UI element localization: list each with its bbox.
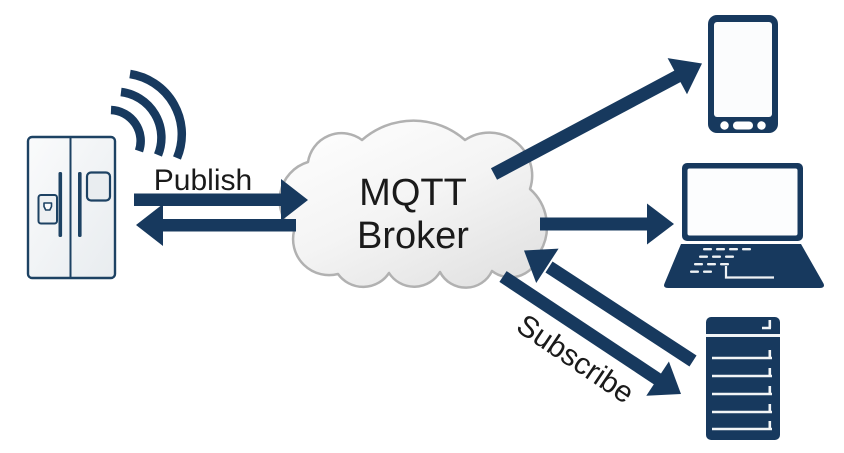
fridge-panel xyxy=(85,171,112,202)
return-arrow-to-fridge xyxy=(136,204,296,246)
wifi-signal-icon xyxy=(110,69,187,160)
publish-label: Publish xyxy=(154,164,252,197)
mqtt-broker-cloud: MQTT Broker xyxy=(278,119,549,289)
subscribe-arrow-to-broker xyxy=(524,248,697,367)
arrow-to-laptop xyxy=(540,203,674,245)
fridge-handle-right xyxy=(78,172,82,237)
laptop-trackpad xyxy=(724,266,774,279)
publish-arrow xyxy=(134,179,308,221)
laptop-keyboard-keys xyxy=(690,248,751,273)
server-icon xyxy=(706,317,780,440)
arrow-to-phone xyxy=(490,58,702,180)
laptop-icon xyxy=(664,163,824,288)
broker-label-line1: MQTT xyxy=(359,172,467,214)
subscribe-arrow-to-server xyxy=(499,271,681,396)
broker-label-line2: Broker xyxy=(357,215,469,257)
fridge-dispenser-cup xyxy=(43,202,53,211)
smartphone-icon xyxy=(708,15,778,133)
fridge-handle-left xyxy=(58,172,63,237)
smart-fridge-icon xyxy=(26,135,117,280)
